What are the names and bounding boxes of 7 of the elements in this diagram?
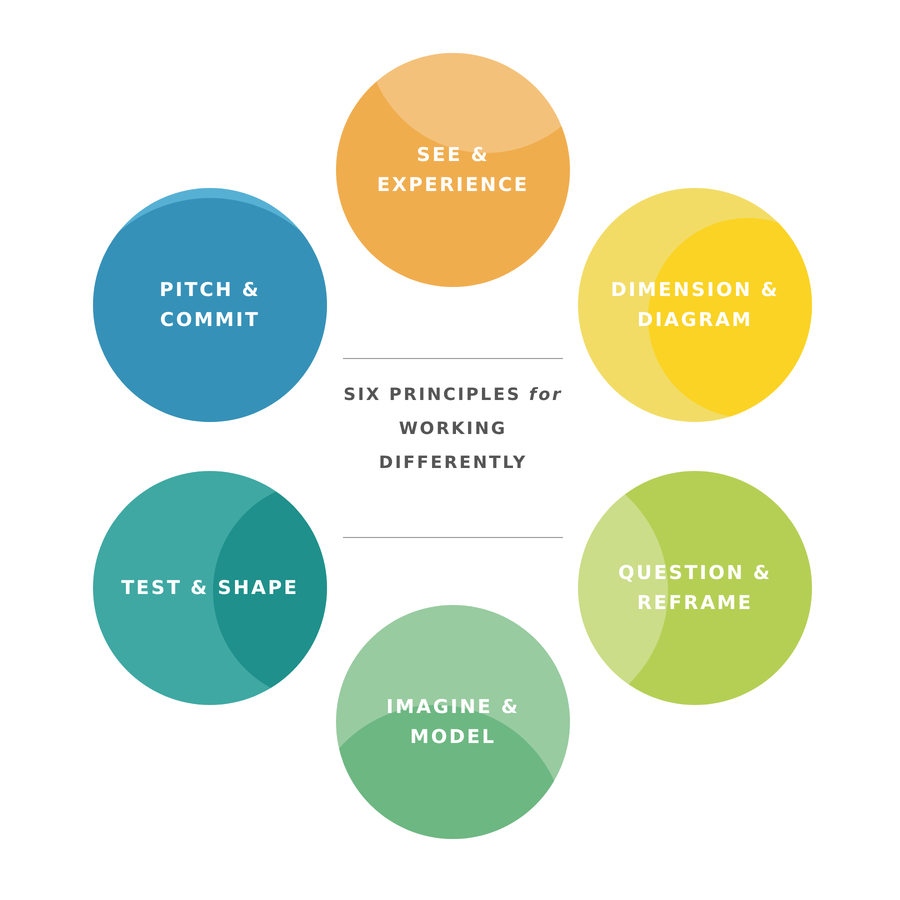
center-title: SIX PRINCIPLES for WORKING DIFFERENTLY [343,384,563,475]
principle-label: QUESTION & REFRAME [617,561,773,616]
principle-label: TEST & SHAPE [120,576,300,601]
principle-label: PITCH & COMMIT [158,278,262,333]
principle-label: SEE & EXPERIENCE [376,143,530,198]
principle-label: IMAGINE & MODEL [385,695,521,750]
principle-label: DIMENSION & DIAGRAM [610,278,780,333]
